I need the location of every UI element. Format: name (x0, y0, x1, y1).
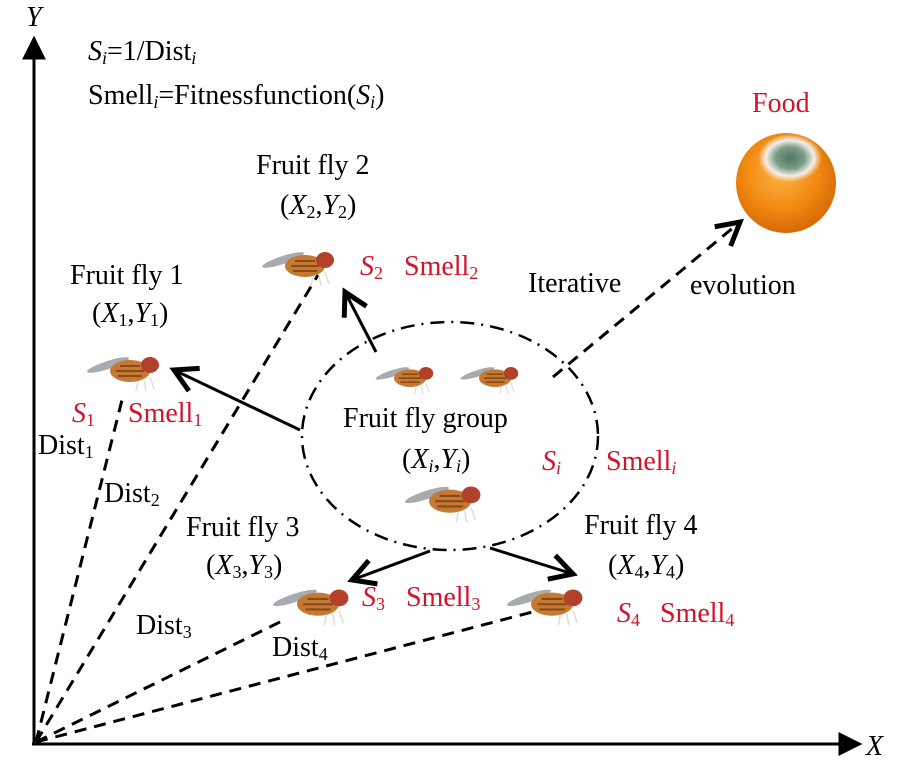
food-label: Food (752, 88, 810, 119)
fruit-fly-1-s: S1 (72, 398, 95, 430)
fruit-fly-4-smell: Smell4 (660, 598, 735, 630)
fruit-fly-3-icon (270, 585, 350, 627)
y-axis-label: Y (26, 2, 42, 33)
group-fly-b-icon (458, 364, 520, 396)
arrow-to-fly-1 (174, 370, 301, 432)
iterative-label: Iterative (528, 268, 622, 299)
dist-2-label: Dist2 (104, 478, 160, 510)
fruit-fly-4-coords: (X4,Y4) (608, 550, 685, 582)
fruit-fly-4-icon (504, 585, 584, 627)
fruit-fly-3-s: S3 (362, 582, 385, 614)
fruit-fly-4-title: Fruit fly 4 (584, 510, 698, 541)
arrow-to-fly-3 (352, 549, 431, 580)
fruit-fly-1-title: Fruit fly 1 (70, 260, 184, 291)
dist-line-4 (35, 608, 541, 744)
fruit-fly-2-coords: (X2,Y2) (280, 190, 357, 222)
formula-smell: Smelli=Fitnessfunction(Si) (88, 80, 385, 112)
group-smell: Smelli (606, 446, 677, 478)
group-s: Si (542, 446, 562, 478)
fruit-fly-1-coords: (X1,Y1) (92, 298, 169, 330)
group-fly-c-icon (402, 482, 482, 524)
fruit-fly-1-icon (84, 353, 160, 392)
fruit-fly-group-ellipse (300, 320, 600, 552)
fruit-fly-group-coords: (Xi,Yi) (402, 444, 471, 476)
fruit-fly-2-icon (259, 248, 335, 287)
group-fly-a-icon (373, 364, 435, 396)
formula-si: Si=1/Disti (88, 36, 197, 68)
dist-4-label: Dist4 (272, 632, 328, 664)
dist-line-3 (35, 618, 285, 744)
fruit-fly-2-s: S2 (360, 251, 383, 283)
arrow-to-fly-2 (345, 292, 378, 353)
food-orange-icon (736, 133, 836, 233)
dist-line-2 (34, 274, 320, 743)
arrow-to-fly-4 (489, 546, 573, 574)
dist-3-label: Dist3 (136, 610, 192, 642)
dist-1-label: Dist1 (38, 430, 94, 462)
fruit-fly-4-s: S4 (617, 598, 640, 630)
evolution-label: evolution (690, 270, 796, 301)
x-axis-label: X (866, 731, 884, 762)
fruit-fly-3-title: Fruit fly 3 (186, 512, 300, 543)
iterative-evolution-arrow (552, 222, 740, 379)
fruit-fly-2-title: Fruit fly 2 (256, 150, 370, 181)
fruit-fly-3-coords: (X3,Y3) (206, 550, 283, 582)
fruit-fly-2-smell: Smell2 (404, 251, 479, 283)
fruit-fly-3-smell: Smell3 (406, 582, 481, 614)
fruit-fly-group-title: Fruit fly group (343, 403, 508, 434)
fruit-fly-1-smell: Smell1 (128, 398, 203, 430)
